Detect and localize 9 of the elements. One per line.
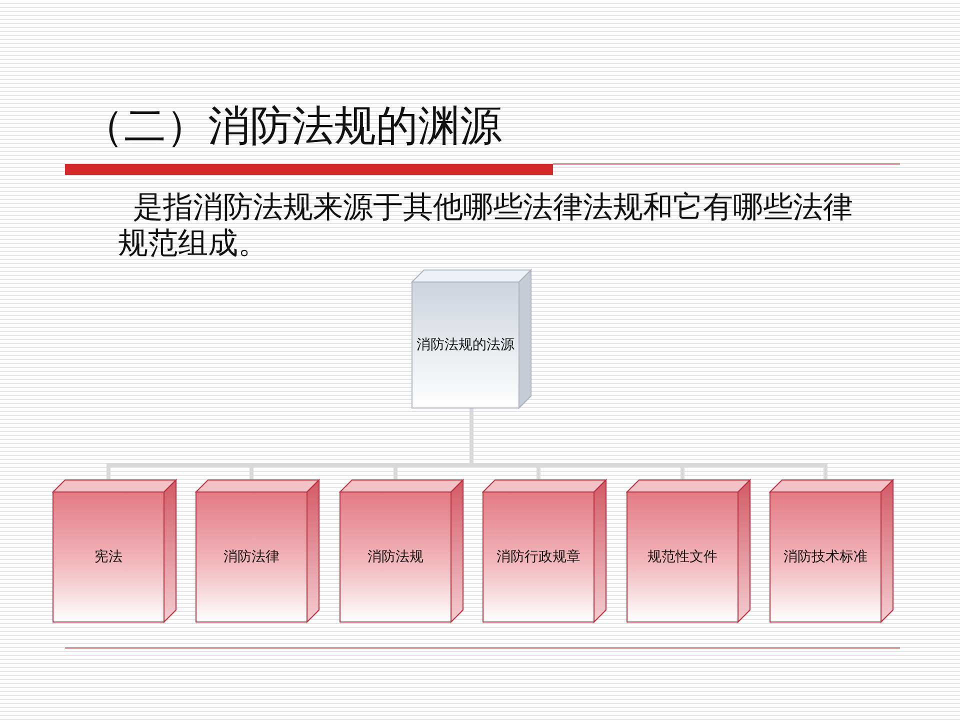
box-label: 消防行政规章: [496, 548, 580, 566]
box-label: 消防法规: [368, 548, 424, 566]
box-label: 消防法律: [224, 548, 280, 566]
box-label: 宪法: [94, 548, 122, 566]
box-label: 规范性文件: [648, 548, 718, 566]
description-text: 是指消防法规来源于其他哪些法律法规和它有哪些法律规范组成。: [118, 190, 854, 262]
box-label: 消防法规的法源: [416, 336, 514, 354]
title: （二）消防法规的渊源: [82, 100, 502, 152]
box-label: 消防技术标准: [784, 548, 868, 566]
